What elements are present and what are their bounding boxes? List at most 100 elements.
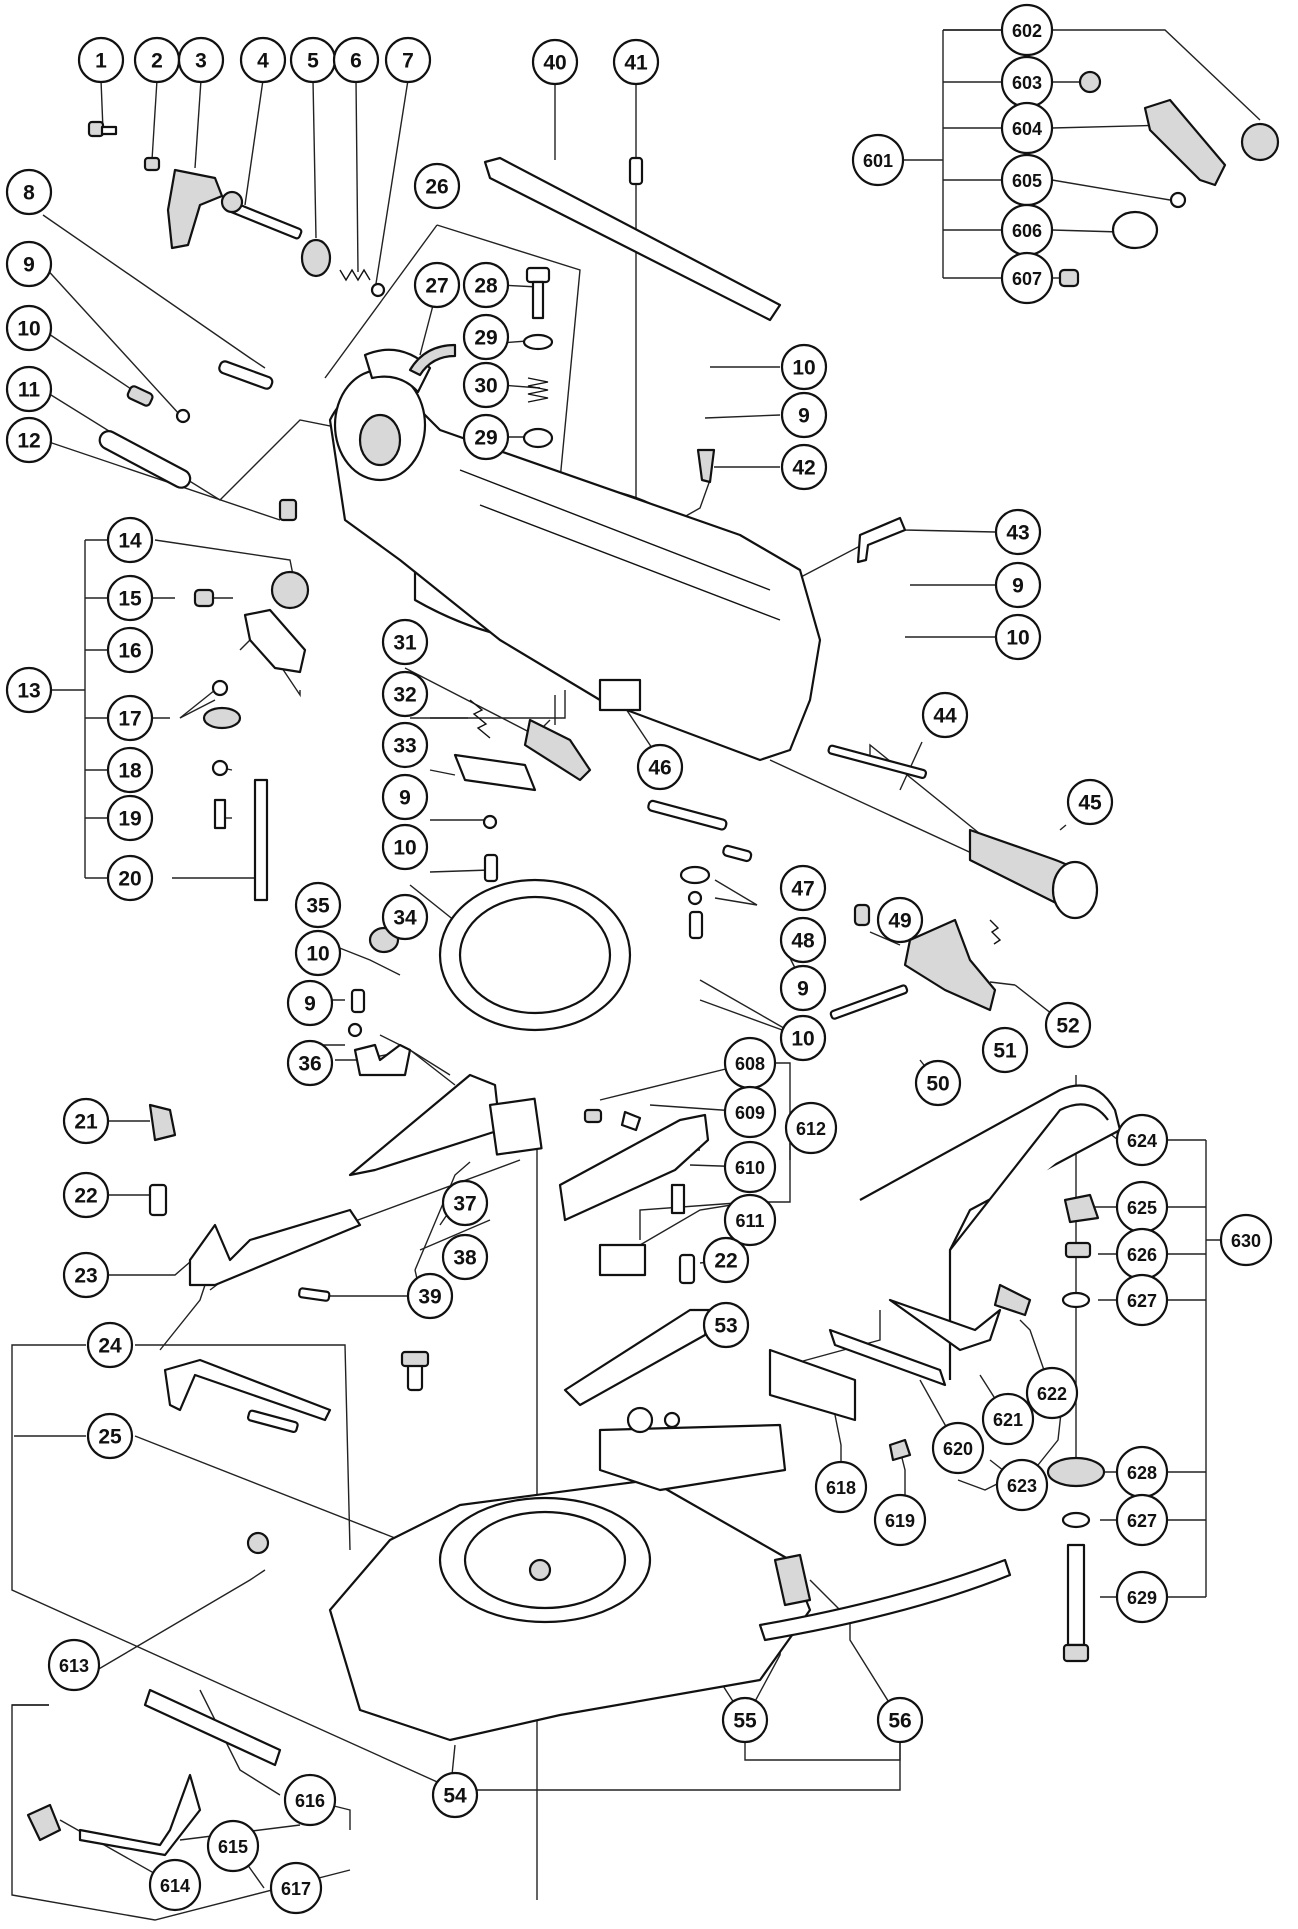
callout-circle (441, 1179, 489, 1227)
callout-circle (5, 365, 53, 413)
part-callout: 2 (133, 36, 181, 84)
callout-number: 6 (350, 50, 362, 73)
callout-number: 14 (118, 530, 142, 553)
callout-number: 36 (298, 1053, 321, 1076)
callout-number: 608 (735, 1054, 765, 1074)
callout-number: 54 (443, 1785, 467, 1808)
callout-number: 609 (735, 1103, 765, 1123)
part-callout: 28 (462, 261, 510, 309)
callout-number: 26 (425, 176, 448, 199)
part-callout: 9 (779, 964, 827, 1012)
part-callout: 36 (286, 1039, 334, 1087)
part-callout: 47 (779, 864, 827, 912)
callout-circle (1044, 1001, 1092, 1049)
callout-circle (462, 413, 510, 461)
callout-circle (723, 1085, 777, 1139)
callout-circle (206, 1819, 260, 1873)
callout-circle (1025, 1366, 1079, 1420)
part-callout: 609 (723, 1085, 777, 1139)
callout-circle (1115, 1273, 1169, 1327)
callout-circle (531, 38, 579, 86)
part-callout: 620 (931, 1421, 985, 1475)
callout-circle (1115, 1493, 1169, 1547)
part-callout: 630 (1219, 1213, 1273, 1267)
callout-number: 9 (23, 254, 35, 277)
part-callout: 9 (780, 391, 828, 439)
callout-number: 37 (453, 1193, 476, 1216)
part-callout: 5 (289, 36, 337, 84)
part-callout: 38 (441, 1233, 489, 1281)
callout-circle (914, 1059, 962, 1107)
part-callout: 33 (381, 721, 429, 769)
callout-number: 3 (195, 50, 207, 73)
part-callout: 32 (381, 670, 429, 718)
part-callout: 622 (1025, 1366, 1079, 1420)
callout-circle (332, 36, 380, 84)
part-callout: 629 (1115, 1570, 1169, 1624)
callout-number: 45 (1078, 792, 1102, 815)
callout-circle (381, 618, 429, 666)
part-callout: 6 (332, 36, 380, 84)
callout-number: 48 (791, 930, 815, 953)
part-callout: 612 (784, 1101, 838, 1155)
callout-number: 10 (306, 943, 329, 966)
callout-number: 18 (118, 760, 142, 783)
part-callout: 46 (636, 743, 684, 791)
callout-number: 49 (888, 910, 911, 933)
part-callout: 12 (5, 416, 53, 464)
callout-number: 627 (1127, 1511, 1157, 1531)
part-callout: 23 (62, 1251, 110, 1299)
callout-circle (148, 1858, 202, 1912)
callout-circle (286, 1039, 334, 1087)
part-callout: 31 (381, 618, 429, 666)
part-callout: 619 (873, 1493, 927, 1547)
callout-circle (62, 1171, 110, 1219)
callout-number: 31 (393, 632, 417, 655)
part-callout: 30 (462, 361, 510, 409)
callout-circle (779, 864, 827, 912)
part-callout: 3 (177, 36, 225, 84)
callout-number: 607 (1012, 269, 1042, 289)
callout-circle (723, 1193, 777, 1247)
callout-circle (177, 36, 225, 84)
callout-circle (413, 162, 461, 210)
part-callout: 24 (86, 1321, 134, 1369)
callout-circle (47, 1638, 101, 1692)
callout-number: 44 (933, 705, 957, 728)
callout-circle (86, 1321, 134, 1369)
callout-number: 627 (1127, 1291, 1157, 1311)
callout-circle (981, 1392, 1035, 1446)
part-callout: 53 (702, 1301, 750, 1349)
callout-number: 29 (474, 427, 497, 450)
callout-circle (106, 626, 154, 674)
callout-number: 55 (733, 1710, 757, 1733)
part-callout: 610 (723, 1140, 777, 1194)
part-callout: 7 (384, 36, 432, 84)
callout-number: 39 (418, 1286, 441, 1309)
callout-number: 602 (1012, 21, 1042, 41)
callout-number: 619 (885, 1511, 915, 1531)
part-callout: 52 (1044, 1001, 1092, 1049)
part-callout: 22 (62, 1171, 110, 1219)
part-callout: 10 (5, 304, 53, 352)
part-callout: 1 (77, 36, 125, 84)
callout-number: 612 (796, 1119, 826, 1139)
callout-number: 13 (17, 680, 40, 703)
callout-number: 613 (59, 1656, 89, 1676)
callout-circle (779, 964, 827, 1012)
callout-number: 19 (118, 808, 141, 831)
callout-circle (721, 1696, 769, 1744)
callout-number: 615 (218, 1837, 248, 1857)
callout-number: 52 (1056, 1015, 1079, 1038)
callout-circle (5, 666, 53, 714)
callout-number: 629 (1127, 1588, 1157, 1608)
part-callout: 10 (381, 823, 429, 871)
callout-circle (994, 508, 1042, 556)
part-callout: 45 (1066, 778, 1114, 826)
part-callout: 624 (1115, 1113, 1169, 1167)
callout-number: 9 (399, 787, 411, 810)
callout-number: 35 (306, 895, 330, 918)
callout-number: 617 (281, 1879, 311, 1899)
callout-circle (283, 1773, 337, 1827)
